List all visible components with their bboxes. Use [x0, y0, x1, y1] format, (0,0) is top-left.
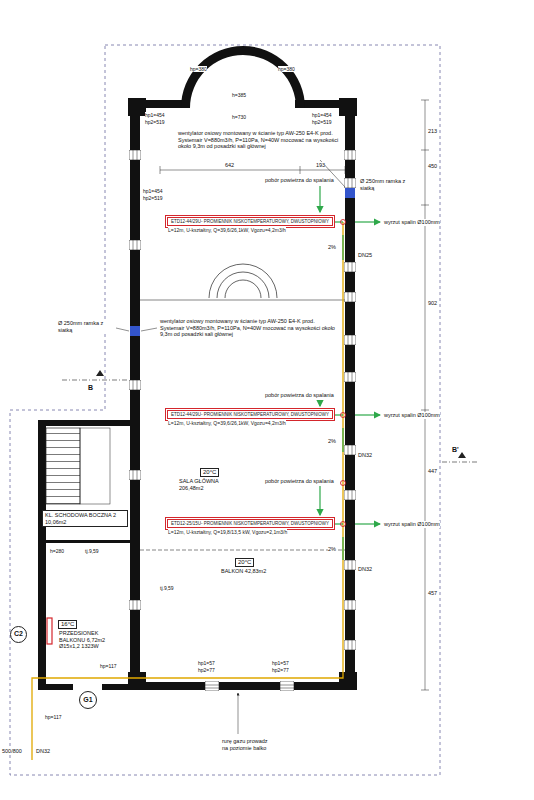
pipe-size: DN32: [358, 452, 372, 459]
temperature-box: 20°CSALA GŁÓWNA 206,48m2: [200, 468, 219, 477]
dimension: 500/800: [2, 748, 22, 755]
height-mark: hp2=77: [198, 667, 215, 673]
pipe-size: DN32: [36, 748, 50, 755]
height-mark: h=280: [50, 548, 64, 554]
grid-marker: G1: [79, 691, 97, 709]
height-mark: hp1=57: [272, 660, 289, 666]
flue-note: wyrzut spalin Ø100mm: [384, 219, 440, 226]
vent-note: Ø 250mm ramka z siatką: [58, 320, 113, 333]
radiant-heater: ETD12-44/29U- PROMIENNIK NISKOTEMPERATUR…: [165, 408, 335, 421]
height-mark: hp=117: [100, 663, 116, 669]
height-mark: hp2=519: [143, 195, 163, 201]
temperature-box: 16°CPRZEDSIONEK BALKONU 6,72m2 Ø15x1,2 1…: [58, 620, 77, 629]
node-text: 20°C: [238, 559, 251, 566]
dimension: 213: [428, 128, 437, 135]
section-mark: B': [452, 446, 459, 454]
dimension: 642: [225, 162, 234, 169]
node-text: 16°C: [61, 621, 74, 628]
slope-mark: 2%: [328, 244, 336, 251]
dimension: 457: [428, 590, 437, 597]
node-caption: BALKON 42,83m2: [221, 568, 276, 575]
radiant-heater: ETD12-44/29U- PROMIENNIK NISKOTEMPERATUR…: [165, 215, 335, 228]
node-text: ETD12-25/15U- PROMIENNIK NISKOTEMPERATUR…: [171, 521, 329, 526]
temperature-box: 20°CBALKON 42,83m2: [235, 558, 254, 567]
gas-note: rurę gazu prowadz: [222, 738, 268, 745]
dimension: 902: [428, 300, 437, 307]
intake-note: pobór powietrza do spalania: [265, 177, 334, 184]
intake-note: pobór powietrza do spalania: [265, 392, 334, 399]
dimension: 450: [428, 163, 437, 170]
height-mark: hp2=77: [272, 667, 289, 673]
node-caption: L=12m, U-kształtny, Q=19,8/13,5 kW, Vgoz…: [168, 529, 287, 535]
height-mark: hp=380: [190, 66, 207, 72]
height-mark: h=730: [232, 114, 246, 120]
node-caption: L=12m, U-kształtny, Q=39,6/26,1kW, Vgozu…: [168, 420, 286, 426]
node-caption: SALA GŁÓWNA 206,48m2: [179, 478, 234, 491]
height-mark: h=385: [232, 92, 246, 98]
pipe-size: DN32: [358, 566, 372, 573]
grid-marker: C2: [10, 626, 27, 643]
level-mark: tj.9,59: [85, 548, 99, 554]
height-mark: hp2=519: [145, 119, 165, 125]
height-mark: hp=380: [278, 66, 295, 72]
room-box: KL. SCHODOWA BOCZNA 2 10,06m2: [42, 510, 128, 527]
height-mark: hp1=454: [145, 112, 165, 118]
height-mark: hp1=57: [198, 660, 215, 666]
node-text: KL. SCHODOWA BOCZNA 2 10,06m2: [45, 512, 125, 525]
vent-note: Ø 250mm ramka z siatką: [360, 178, 415, 191]
level-mark: tj.9,59: [160, 585, 174, 591]
section-mark: B: [88, 384, 93, 392]
node-caption: L=12m, U-kształtny, Q=39,6/26,1kW, Vgozu…: [168, 227, 286, 233]
radiant-heater: ETD12-25/15U- PROMIENNIK NISKOTEMPERATUR…: [165, 517, 335, 530]
node-text: ETD12-44/29U- PROMIENNIK NISKOTEMPERATUR…: [171, 219, 329, 224]
height-mark: hp=117: [45, 714, 61, 720]
intake-note: pobór powietrza do spalania: [265, 478, 334, 485]
node-text: ETD12-44/29U- PROMIENNIK NISKOTEMPERATUR…: [171, 412, 329, 417]
gas-note: na poziomie balko: [222, 745, 266, 752]
dimension: 447: [428, 468, 437, 475]
height-mark: hp1=454: [143, 188, 163, 194]
node-caption: PRZEDSIONEK BALKONU 6,72m2 Ø15x1,2 1323W: [59, 630, 125, 650]
node-text: G1: [83, 696, 92, 704]
flue-note: wyrzut spalin Ø100mm: [384, 412, 440, 419]
fan-note: wentylator osiowy montowany w ścianie ty…: [178, 130, 343, 150]
slope-mark: 2%: [328, 546, 336, 553]
dimension: 193: [316, 162, 325, 169]
flue-note: wyrzut spalin Ø100mm: [384, 521, 440, 528]
pipe-size: DN25: [358, 252, 372, 259]
slope-mark: 2%: [328, 438, 336, 445]
height-mark: hp1=454: [312, 112, 332, 118]
node-text: C2: [14, 630, 23, 638]
node-text: 20°C: [203, 469, 216, 476]
fan-note: wentylator osiowy montowany w ścianie ty…: [160, 318, 340, 338]
height-mark: hp2=519: [312, 119, 332, 125]
